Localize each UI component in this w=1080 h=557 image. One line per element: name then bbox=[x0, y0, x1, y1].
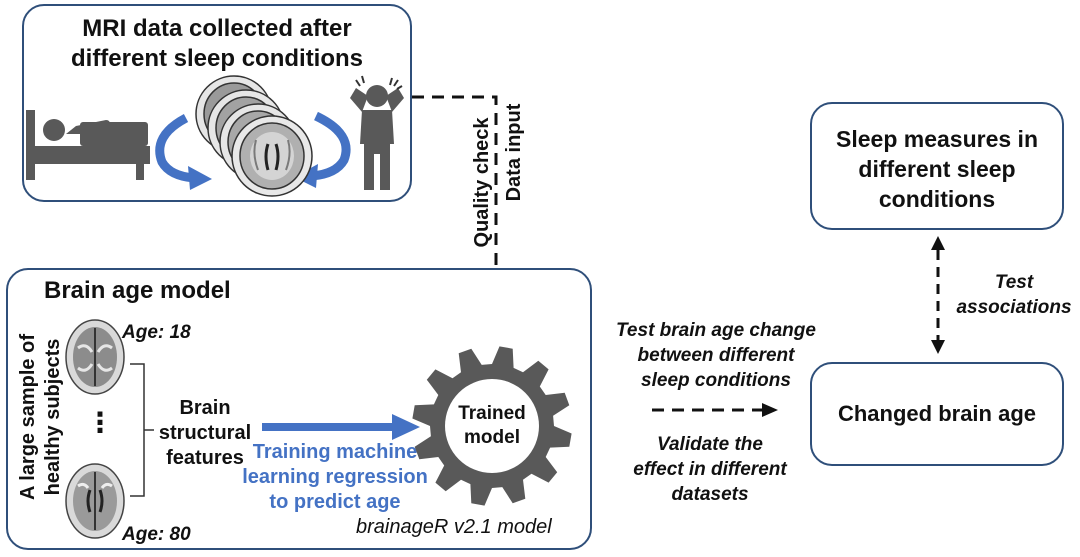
features-line1: Brain bbox=[179, 397, 231, 419]
gear-line2: model bbox=[464, 427, 520, 448]
features-line2: structural bbox=[158, 422, 252, 444]
mri-title-line1: MRI data collected after bbox=[82, 15, 352, 42]
validate-line2: effect in different bbox=[633, 459, 787, 480]
training-line1: Training machine bbox=[252, 441, 418, 463]
old-brain-icon bbox=[65, 463, 125, 539]
dashed-arrow-right bbox=[652, 403, 778, 417]
sleep-measures-box bbox=[810, 102, 1064, 230]
changed-brain-age-label: Changed brain age bbox=[837, 401, 1037, 426]
age-18-label: Age: 18 bbox=[122, 322, 191, 343]
training-line2: learning regression bbox=[242, 466, 428, 488]
curved-arrow-left-icon bbox=[155, 114, 212, 190]
sleep-line1: Sleep measures in bbox=[836, 126, 1038, 152]
brain-age-model-title: Brain age model bbox=[44, 277, 231, 304]
training-text: Training machine learning regression to … bbox=[240, 440, 430, 515]
quality-check-label: Quality check bbox=[471, 117, 493, 248]
gear-center bbox=[445, 379, 539, 473]
sleeping-person-bed-icon bbox=[26, 110, 150, 180]
test-line1: Test brain age change bbox=[616, 320, 816, 341]
validate-text: Validate the effect in different dataset… bbox=[600, 432, 820, 507]
associations-arrow bbox=[931, 236, 945, 354]
brain-features-label: Brain structural features bbox=[150, 396, 260, 471]
ellipsis-dots: ⋮ bbox=[86, 407, 114, 438]
features-line3: features bbox=[166, 447, 244, 469]
young-brain-icon bbox=[65, 319, 125, 395]
gear-line1: Trained bbox=[458, 403, 526, 424]
training-arrow bbox=[262, 414, 420, 440]
sleep-line2: different sleep bbox=[858, 156, 1016, 182]
sleep-line3: conditions bbox=[878, 186, 996, 212]
trained-model-label: Trained model bbox=[440, 402, 544, 450]
test-line3: sleep conditions bbox=[641, 370, 791, 391]
gear-icon bbox=[412, 346, 572, 506]
validate-line1: Validate the bbox=[657, 434, 763, 455]
test-associations-text: Test associations bbox=[944, 270, 1080, 320]
sample-line1: A large sample of bbox=[17, 334, 39, 500]
training-line3: to predict age bbox=[269, 491, 401, 513]
assoc-line2: associations bbox=[956, 297, 1072, 318]
sample-line2: healthy subjects bbox=[42, 338, 64, 496]
mri-title-line2: different sleep conditions bbox=[70, 45, 364, 72]
assoc-line1: Test bbox=[994, 272, 1034, 293]
changed-brain-age-box bbox=[810, 362, 1064, 466]
mri-box-title: MRI data collected after different sleep… bbox=[22, 14, 412, 74]
sample-label: A large sample of healthy subjects bbox=[12, 316, 70, 522]
sample-bracket bbox=[130, 363, 154, 497]
test-change-text: Test brain age change between different … bbox=[586, 318, 846, 393]
data-input-label: Data input bbox=[503, 103, 525, 202]
stressed-person-icon bbox=[350, 75, 404, 190]
validate-line3: datasets bbox=[671, 484, 749, 505]
mri-brain-scans-icon bbox=[195, 75, 313, 197]
age-80-label: Age: 80 bbox=[122, 524, 191, 545]
model-name-label: brainageR v2.1 model bbox=[356, 516, 552, 538]
test-line2: between different bbox=[637, 345, 795, 366]
sleep-measures-text: Sleep measures in different sleep condit… bbox=[810, 124, 1064, 214]
